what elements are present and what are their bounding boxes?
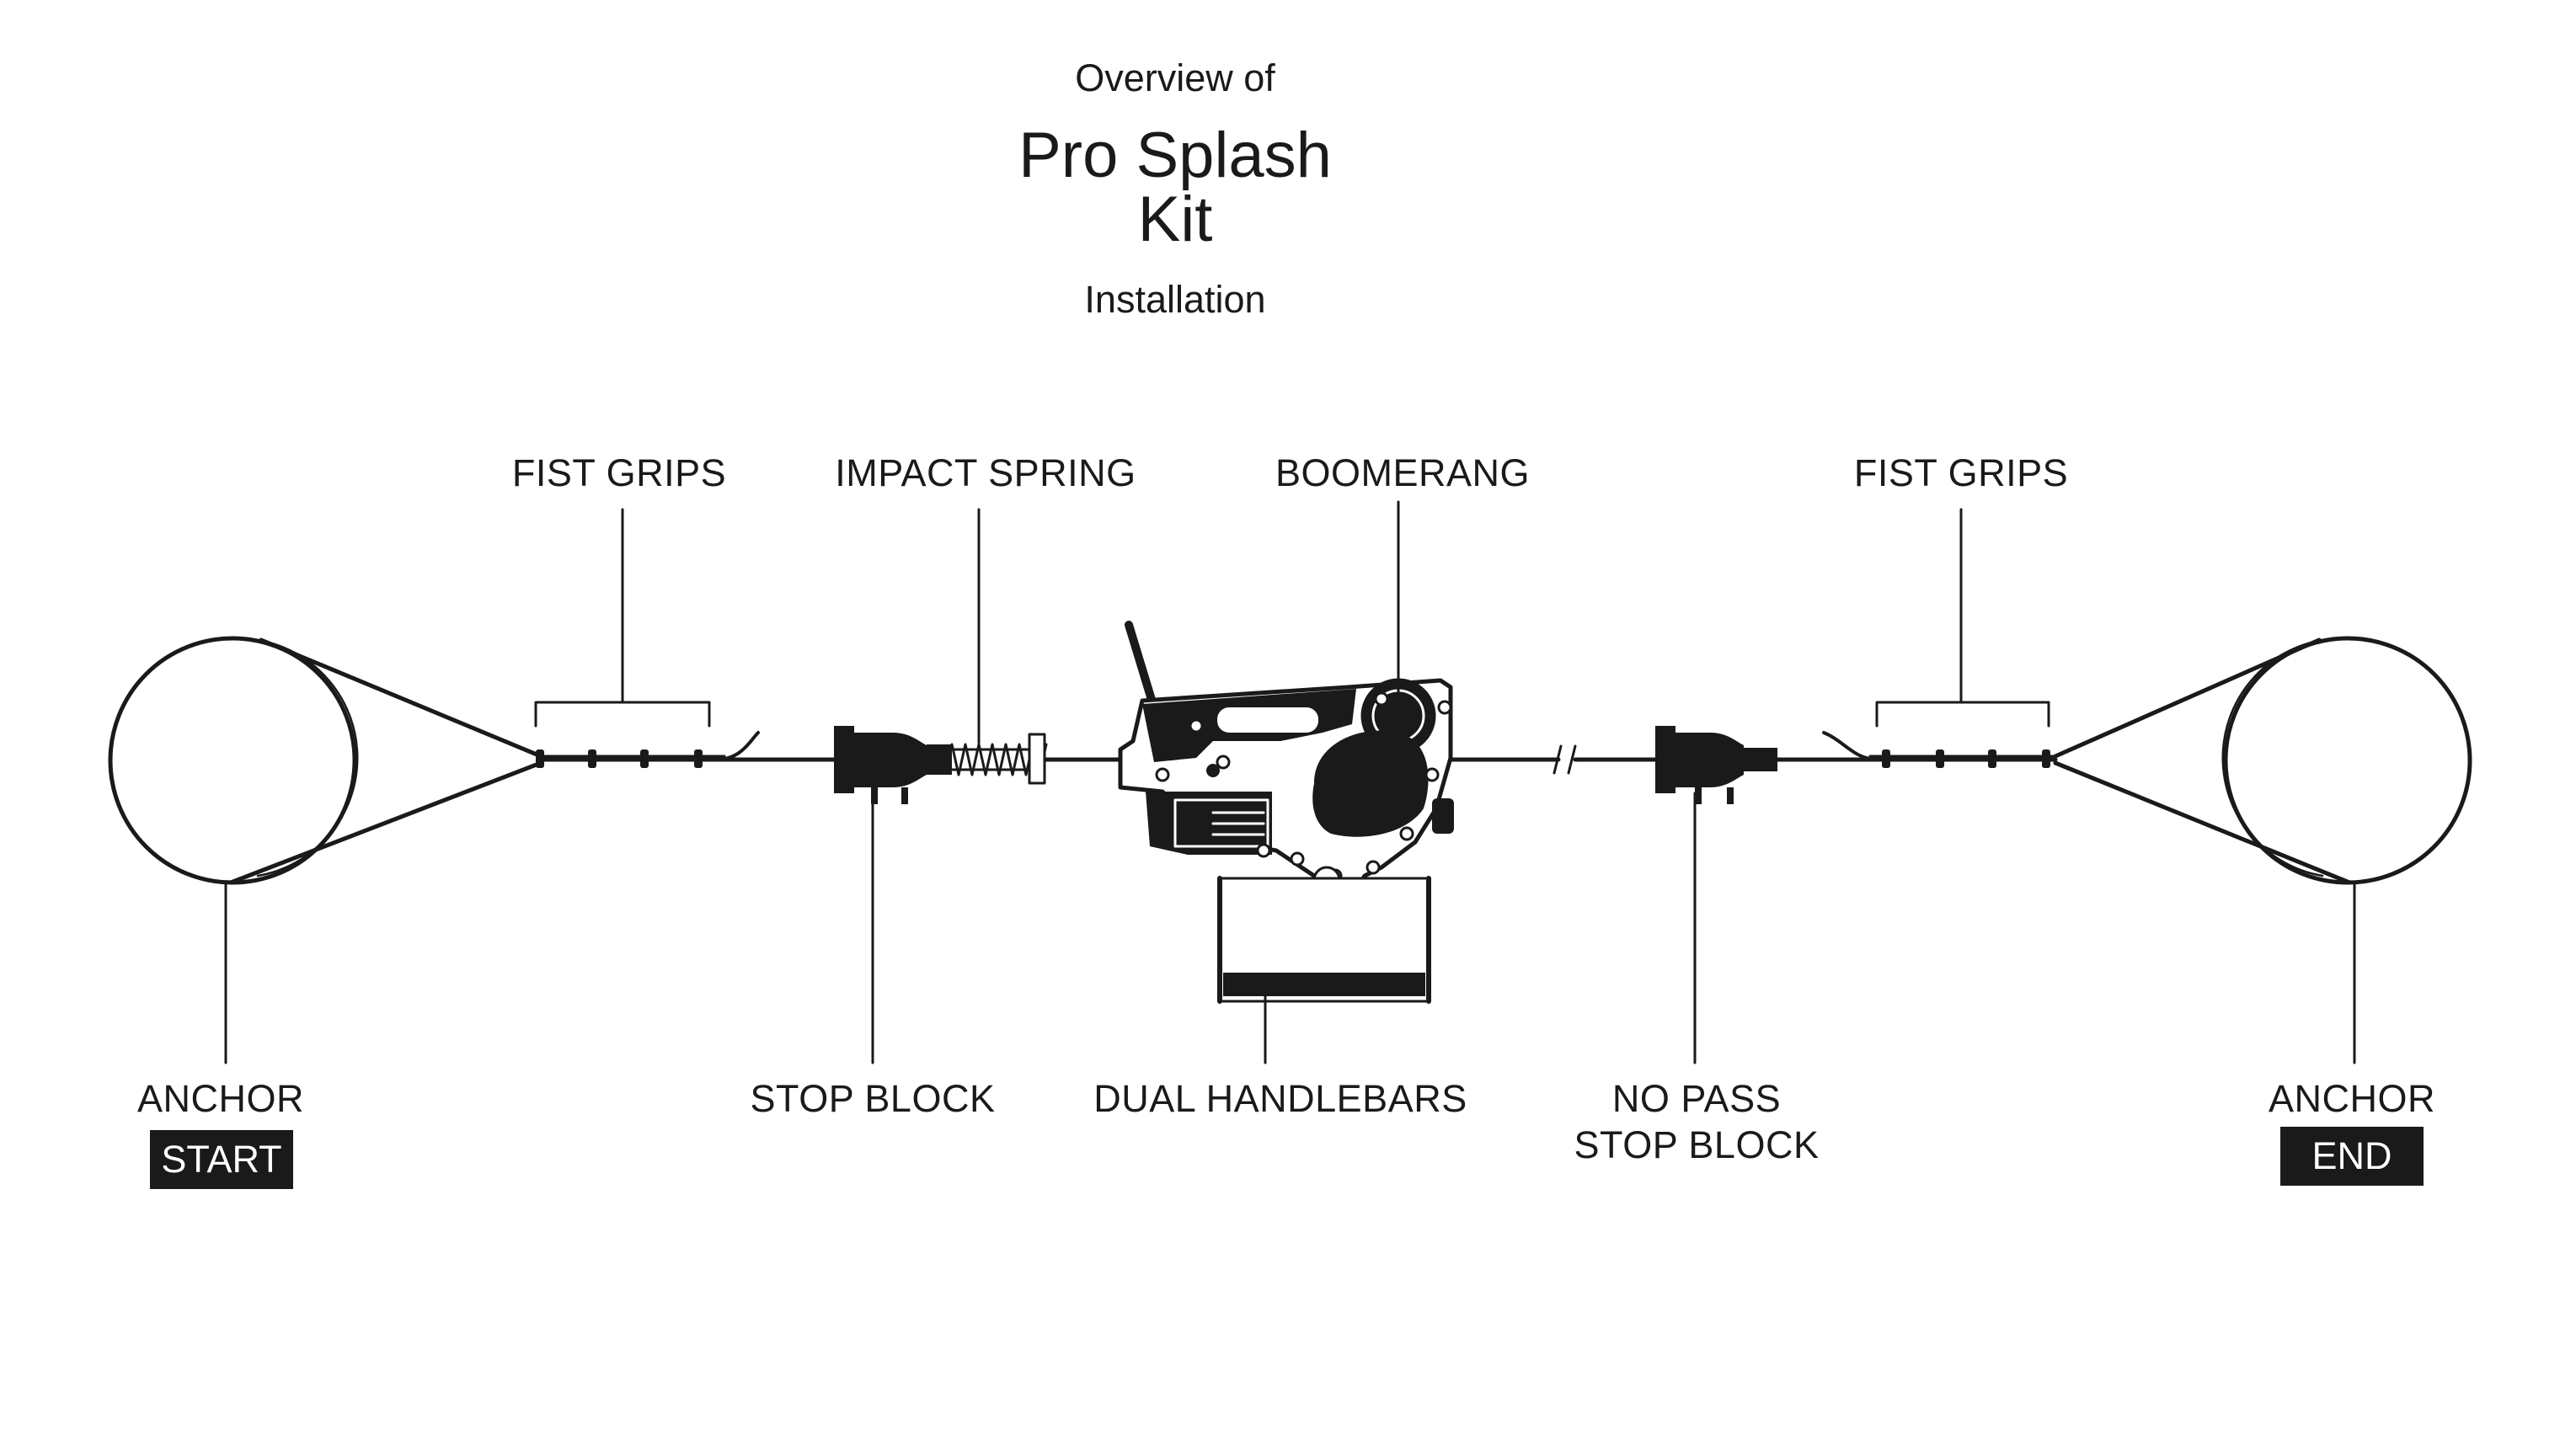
label-no-pass-stop-block: NO PASS STOP BLOCK xyxy=(1574,1076,1820,1169)
label-anchor-end: ANCHOR xyxy=(2268,1077,2436,1120)
title-post: Installation xyxy=(1084,278,1266,321)
label-no-pass-line1: NO PASS xyxy=(1611,1077,1782,1120)
no-pass-stop-block-drawing xyxy=(1655,726,1777,1064)
diagram-title: Overview of Pro Splash Kit Installation xyxy=(1007,59,1344,318)
badge-end: END xyxy=(2280,1127,2424,1186)
dual-handlebars-drawing xyxy=(1217,876,1431,1064)
impact-spring-drawing xyxy=(927,508,1048,785)
fist-grips-right-clamps xyxy=(1882,749,2050,768)
badge-start: START xyxy=(150,1130,293,1189)
label-boomerang: BOOMERANG xyxy=(1275,451,1531,494)
label-impact-spring: IMPACT SPRING xyxy=(835,451,1136,494)
boomerang-drawing xyxy=(1118,500,1454,908)
label-dual-handlebars: DUAL HANDLEBARS xyxy=(1093,1077,1467,1120)
label-anchor-start: ANCHOR xyxy=(136,1077,305,1120)
label-fist-grips-left: FIST GRIPS xyxy=(511,451,727,494)
label-fist-grips-right: FIST GRIPS xyxy=(1853,451,2069,494)
fist-grips-left-drawing xyxy=(539,731,760,761)
fist-grips-right-bracket xyxy=(1875,508,2050,728)
fist-grips-left-clamps xyxy=(536,749,703,768)
anchor-start-tree xyxy=(108,636,543,885)
title-pre: Overview of xyxy=(1075,56,1275,99)
anchor-end-tree xyxy=(2053,636,2472,885)
label-stop-block: STOP BLOCK xyxy=(750,1077,996,1120)
fist-grips-left-bracket xyxy=(534,508,711,728)
label-no-pass-line2: STOP BLOCK xyxy=(1574,1123,1820,1166)
fist-grips-right-drawing xyxy=(1822,731,2057,761)
stop-block-drawing xyxy=(834,726,927,1064)
title-main: Pro Splash Kit xyxy=(1018,120,1332,255)
